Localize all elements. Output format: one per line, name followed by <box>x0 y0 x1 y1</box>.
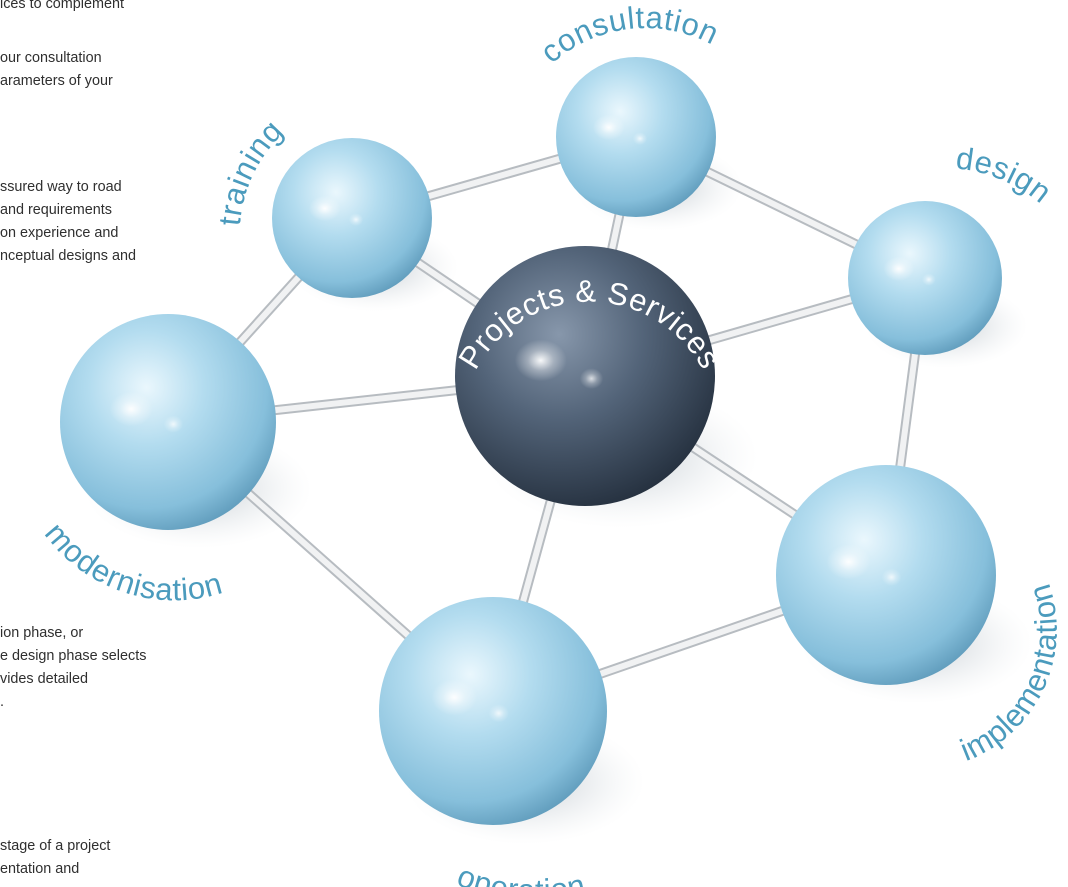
sphere-hub-glint <box>579 368 604 389</box>
text-line: our consultation <box>0 50 102 66</box>
sphere-implementation <box>776 465 996 685</box>
spheres <box>60 57 1002 825</box>
sphere-hub-highlight <box>514 339 567 382</box>
sphere-modernisation <box>60 314 276 530</box>
text-line: ion phase, or <box>0 625 84 641</box>
text-line: nceptual designs and <box>0 248 137 264</box>
text-line: on experience and <box>0 225 119 241</box>
sphere-consultation-highlight <box>592 114 625 141</box>
text-paragraph-4: ion phase, or e design phase selects vid… <box>0 622 146 714</box>
sphere-training <box>272 138 432 298</box>
label-design: design <box>954 140 1058 210</box>
text-line: and requirements <box>0 202 112 218</box>
sphere-consultation <box>556 57 716 217</box>
sphere-design <box>848 201 1002 355</box>
text-paragraph-2: our consultation arameters of your <box>0 47 113 93</box>
text-line: stage of a project <box>0 838 111 854</box>
text-paragraph-3: ssured way to road and requirements on e… <box>0 176 136 268</box>
label-operation: operation <box>453 858 589 887</box>
sphere-operation <box>379 597 607 825</box>
sphere-design-glint <box>921 273 936 286</box>
text-line: ices to complement <box>0 0 124 12</box>
text-line: ssured way to road <box>0 179 122 195</box>
sphere-modernisation-glint <box>163 415 184 433</box>
sphere-operation-glint <box>488 704 509 723</box>
text-paragraph-1: ices to complement <box>0 0 124 16</box>
sphere-training-glint <box>348 213 364 227</box>
sphere-design-highlight <box>883 256 915 282</box>
sphere-implementation-glint <box>881 568 902 586</box>
text-line: e design phase selects <box>0 648 147 664</box>
text-line: arameters of your <box>0 73 113 89</box>
sphere-training-highlight <box>308 195 341 222</box>
sphere-operation-highlight <box>431 679 478 716</box>
sphere-consultation-glint <box>632 132 648 146</box>
text-line: vides detailed <box>0 671 89 687</box>
sphere-hub <box>455 246 715 506</box>
sphere-implementation-highlight <box>826 544 871 580</box>
text-line: . <box>0 694 4 710</box>
text-line: entation and <box>0 861 80 877</box>
text-paragraph-5: stage of a project entation and <box>0 835 110 881</box>
sphere-modernisation-highlight <box>109 391 153 427</box>
